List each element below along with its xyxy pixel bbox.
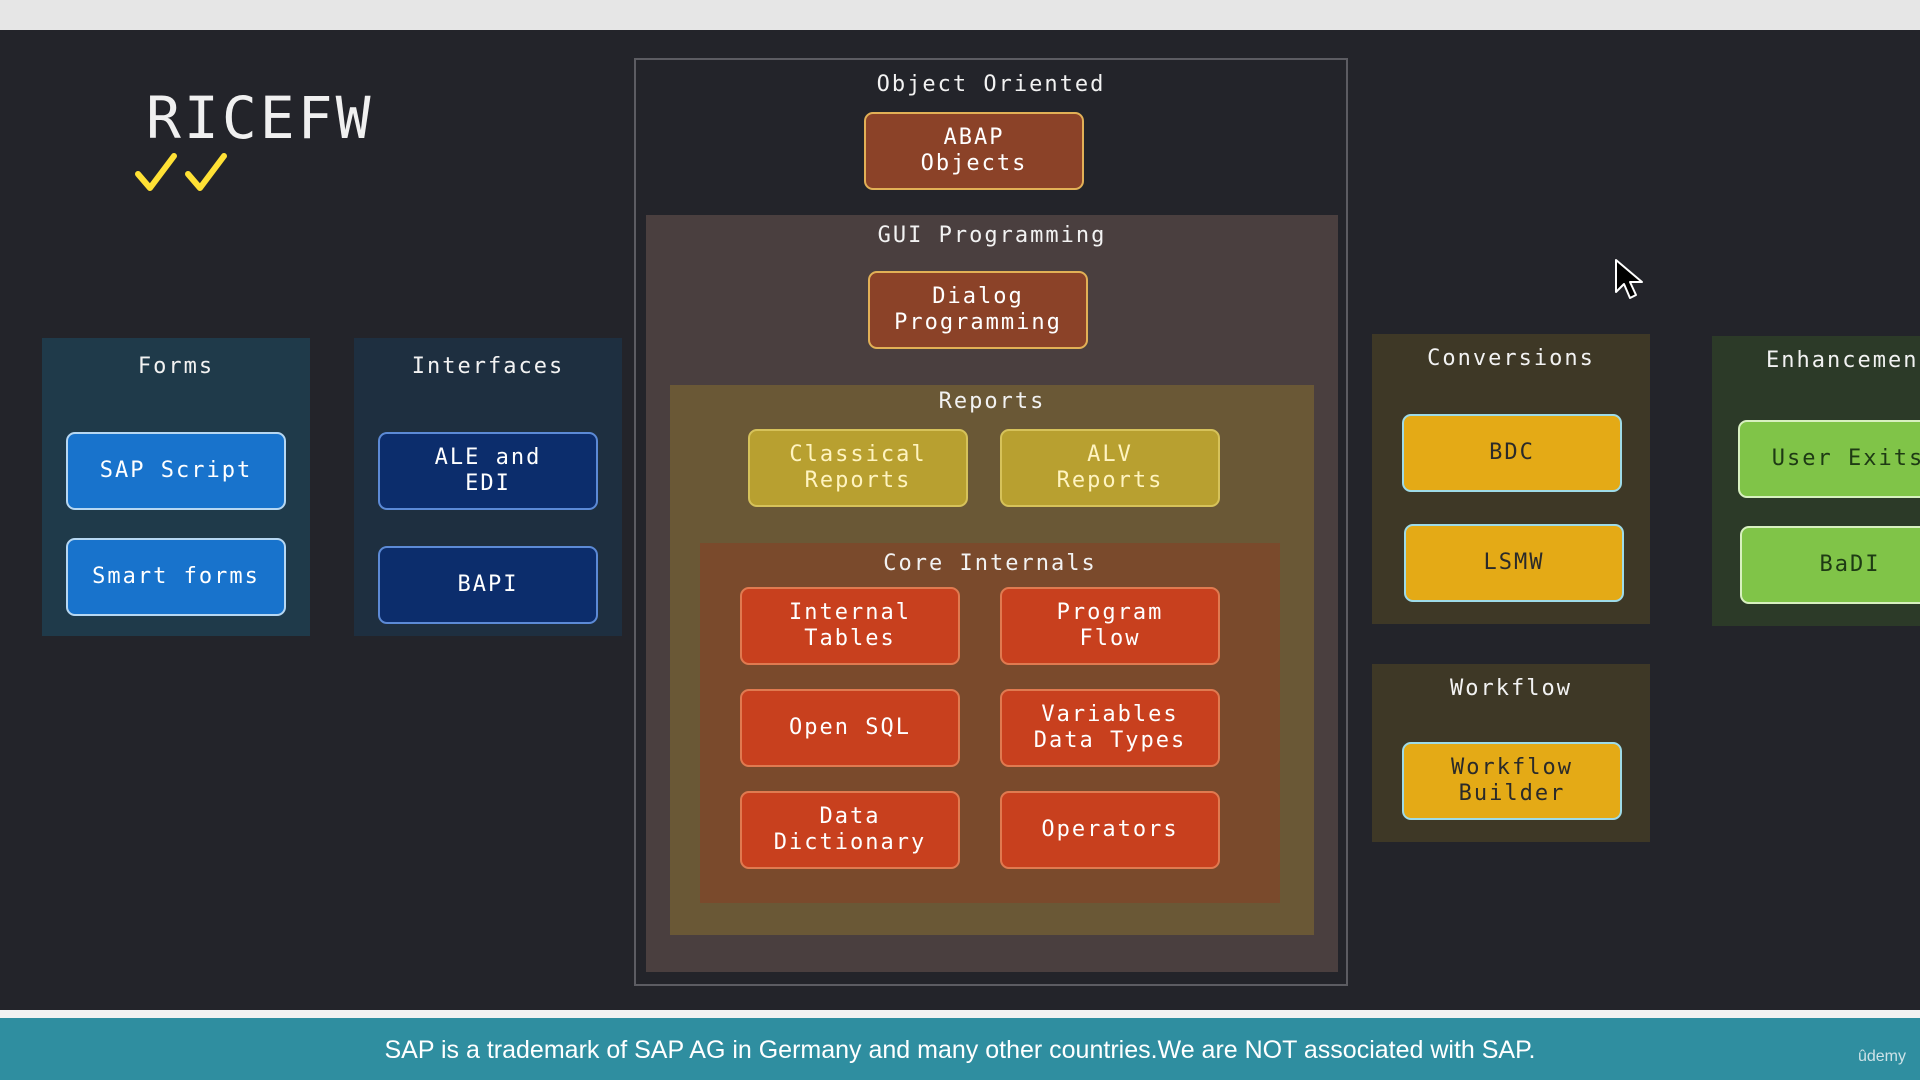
core-internals-label: Core Internals [883, 551, 1097, 576]
data-dictionary-button[interactable]: Data Dictionary [740, 791, 960, 869]
interfaces-group: Interfaces ALE and EDI BAPI [354, 338, 622, 636]
gui-programming-group: GUI Programming Dialog Programming Repor… [646, 215, 1338, 972]
variables-data-types-button[interactable]: Variables Data Types [1000, 689, 1220, 767]
mouse-cursor-icon [1615, 259, 1643, 299]
smart-forms-button[interactable]: Smart forms [66, 538, 286, 616]
bapi-button[interactable]: BAPI [378, 546, 598, 624]
core-internals-group: Core Internals Internal Tables Program F… [700, 543, 1280, 903]
open-sql-button[interactable]: Open SQL [740, 689, 960, 767]
gui-programming-label: GUI Programming [877, 223, 1107, 248]
badi-button[interactable]: BaDI [1740, 526, 1920, 604]
forms-label: Forms [137, 354, 215, 379]
workflow-builder-button[interactable]: Workflow Builder [1402, 742, 1622, 820]
user-exits-button[interactable]: User Exits [1738, 420, 1920, 498]
alv-reports-button[interactable]: ALV Reports [1000, 429, 1220, 507]
internal-tables-button[interactable]: Internal Tables [740, 587, 960, 665]
workflow-group: Workflow Workflow Builder [1372, 664, 1650, 842]
udemy-watermark: ûdemy [1857, 1048, 1906, 1065]
lsmw-button[interactable]: LSMW [1404, 524, 1624, 602]
object-oriented-group: Object Oriented ABAP Objects GUI Program… [634, 58, 1348, 986]
operators-button[interactable]: Operators [1000, 791, 1220, 869]
object-oriented-label: Object Oriented [876, 72, 1106, 97]
abap-objects-button[interactable]: ABAP Objects [864, 112, 1084, 190]
slide: RICEFW Forms SAP Script Smart forms Inte… [0, 30, 1920, 1010]
conversions-label: Conversions [1427, 346, 1595, 371]
enhancements-group: Enhancemen User Exits BaDI [1712, 336, 1920, 626]
slide-title: RICEFW [146, 84, 374, 152]
classical-reports-button[interactable]: Classical Reports [748, 429, 968, 507]
ale-edi-button[interactable]: ALE and EDI [378, 432, 598, 510]
conversions-group: Conversions BDC LSMW [1372, 334, 1650, 624]
program-flow-button[interactable]: Program Flow [1000, 587, 1220, 665]
bdc-button[interactable]: BDC [1402, 414, 1622, 492]
interfaces-label: Interfaces [411, 354, 565, 379]
dialog-programming-button[interactable]: Dialog Programming [868, 271, 1088, 349]
checkmark-icon [135, 153, 227, 191]
forms-group: Forms SAP Script Smart forms [42, 338, 310, 636]
trademark-bar: SAP is a trademark of SAP AG in Germany … [0, 1010, 1920, 1080]
trademark-notice: SAP is a trademark of SAP AG in Germany … [384, 1036, 1536, 1064]
enhancements-label: Enhancemen [1766, 348, 1919, 373]
reports-group: Reports Classical Reports ALV Reports Co… [670, 385, 1314, 935]
sap-script-button[interactable]: SAP Script [66, 432, 286, 510]
workflow-label: Workflow [1450, 676, 1572, 701]
reports-label: Reports [938, 389, 1046, 414]
